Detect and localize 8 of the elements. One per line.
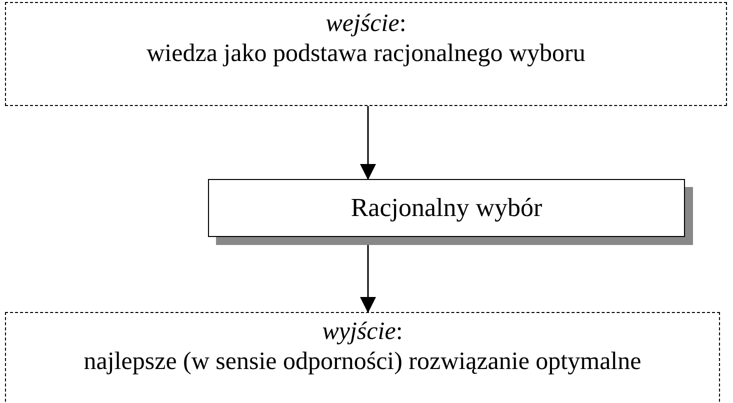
box-heading: wejście: — [324, 9, 408, 39]
box-text: wiedza jako podstawa racjonalnego wyboru — [146, 39, 586, 69]
output-box — [5, 312, 720, 403]
box-text: Racjonalny wybór — [350, 193, 542, 223]
box-text: najlepsze (w sensie odporności) rozwiązanie optymalne — [82, 347, 642, 377]
input-box — [5, 2, 727, 106]
arrow — [360, 106, 376, 180]
box-heading: wyjście: — [321, 317, 404, 347]
